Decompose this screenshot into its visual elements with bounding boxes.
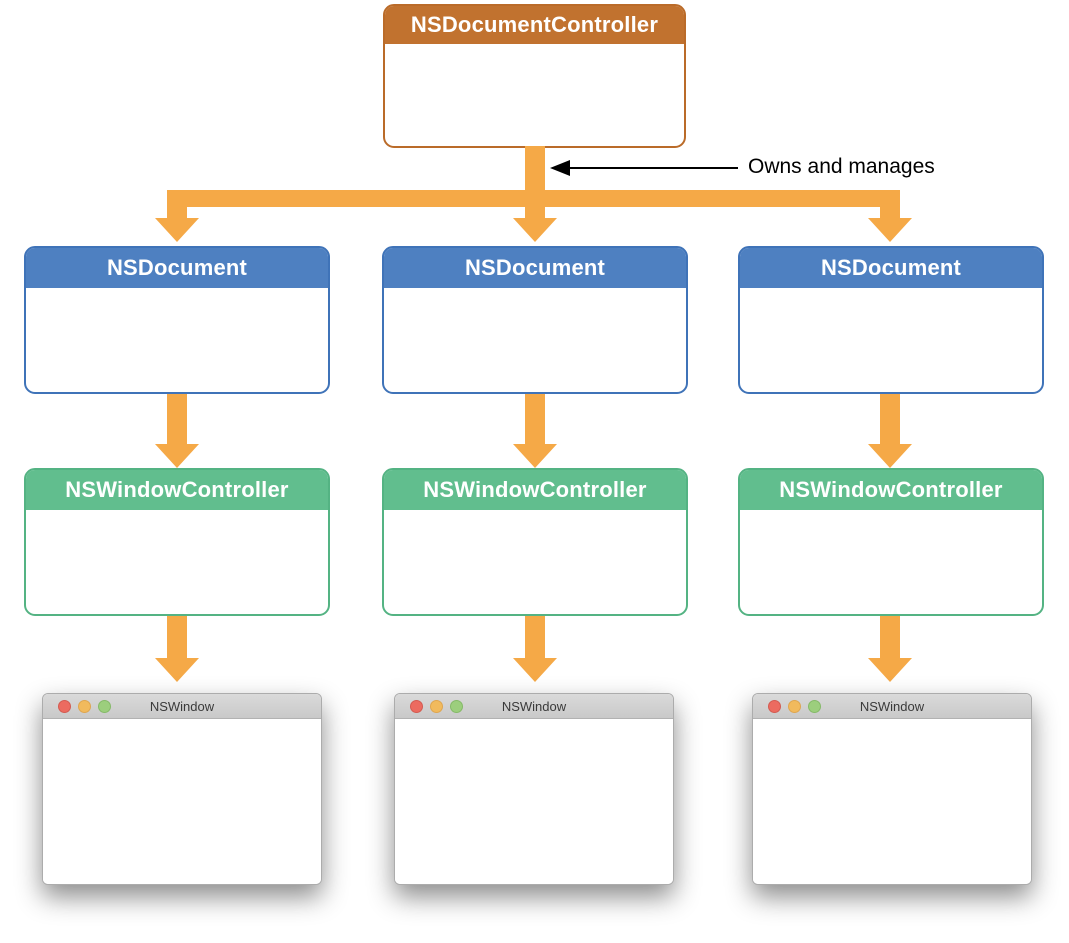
window-title: NSWindow <box>501 698 567 714</box>
nsdocument-header-label: NSDocument <box>740 248 1042 288</box>
connector-horizontal-bar <box>167 190 900 207</box>
nswindow-right: NSWindow <box>752 693 1032 885</box>
nswindowcontroller-box-left: NSWindowController <box>24 468 330 616</box>
close-icon <box>58 699 71 713</box>
arrow-shaft <box>525 616 545 658</box>
traffic-lights <box>753 699 821 713</box>
close-icon <box>410 699 423 713</box>
branch-shaft-middle <box>525 204 545 218</box>
window-title: NSWindow <box>149 698 215 714</box>
nswindowcontroller-header-label: NSWindowController <box>740 470 1042 510</box>
nsdocumentcontroller-box: NSDocumentController <box>383 4 686 148</box>
traffic-lights <box>395 699 463 713</box>
down-arrow-icon <box>155 444 199 468</box>
window-titlebar: NSWindow <box>753 694 1031 719</box>
arrow-shaft <box>167 616 187 658</box>
down-arrow-icon <box>513 658 557 682</box>
nswindow-middle: NSWindow <box>394 693 674 885</box>
nsdocument-box-middle: NSDocument <box>382 246 688 394</box>
down-arrow-icon <box>868 444 912 468</box>
branch-shaft-left <box>167 204 187 218</box>
annotation-arrow-line <box>566 167 738 169</box>
traffic-lights <box>43 699 111 713</box>
annotation-label: Owns and manages <box>748 155 935 178</box>
down-arrow-icon <box>155 218 199 242</box>
down-arrow-icon <box>868 658 912 682</box>
window-content <box>753 719 1031 884</box>
nsdocument-header-label: NSDocument <box>26 248 328 288</box>
nsdocumentcontroller-header-label: NSDocumentController <box>385 6 684 44</box>
connector-top-shaft <box>525 146 545 191</box>
nswindowcontroller-box-right: NSWindowController <box>738 468 1044 616</box>
nswindowcontroller-box-middle: NSWindowController <box>382 468 688 616</box>
arrow-shaft <box>525 394 545 444</box>
arrow-shaft <box>880 616 900 658</box>
zoom-icon <box>450 699 463 713</box>
arrow-shaft <box>167 394 187 444</box>
window-titlebar: NSWindow <box>395 694 673 719</box>
zoom-icon <box>808 699 821 713</box>
close-icon <box>768 699 781 713</box>
minimize-icon <box>788 699 801 713</box>
down-arrow-icon <box>513 444 557 468</box>
window-content <box>43 719 321 884</box>
window-titlebar: NSWindow <box>43 694 321 719</box>
nsdocument-box-left: NSDocument <box>24 246 330 394</box>
nswindow-left: NSWindow <box>42 693 322 885</box>
nswindowcontroller-header-label: NSWindowController <box>26 470 328 510</box>
down-arrow-icon <box>868 218 912 242</box>
nsdocument-box-right: NSDocument <box>738 246 1044 394</box>
window-content <box>395 719 673 884</box>
zoom-icon <box>98 699 111 713</box>
minimize-icon <box>78 699 91 713</box>
branch-shaft-right <box>880 204 900 218</box>
nswindowcontroller-header-label: NSWindowController <box>384 470 686 510</box>
arrow-shaft <box>880 394 900 444</box>
minimize-icon <box>430 699 443 713</box>
down-arrow-icon <box>513 218 557 242</box>
window-title: NSWindow <box>859 698 925 714</box>
left-arrow-icon <box>550 160 570 176</box>
down-arrow-icon <box>155 658 199 682</box>
nsdocument-header-label: NSDocument <box>384 248 686 288</box>
